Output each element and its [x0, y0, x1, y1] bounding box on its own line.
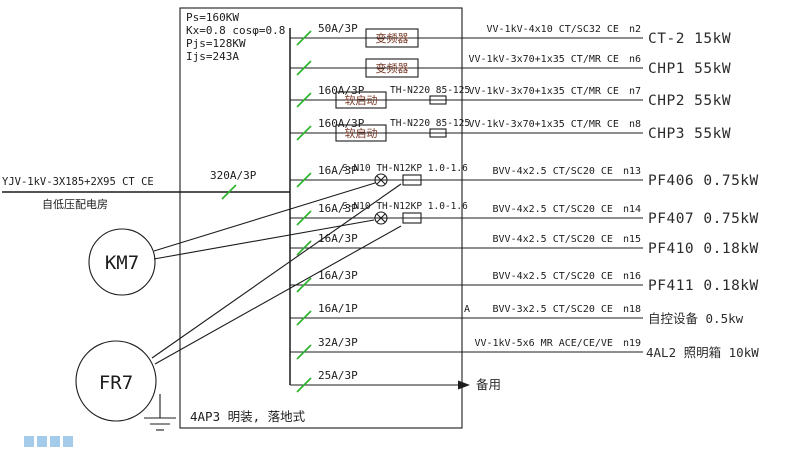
load-label: PF411 0.18kW [648, 278, 759, 294]
circuit-row-11: 25A/3P 备用 [290, 369, 501, 393]
load-label: PF410 0.18kW [648, 241, 759, 257]
thermal-relay-label: FR7 [99, 372, 133, 394]
thermal-relay-symbol-icon [402, 212, 422, 224]
breaker-rating: 50A/3P [318, 22, 358, 35]
fr7-leader-line-1 [151, 183, 402, 359]
thermal-relay-symbol-icon [402, 174, 422, 186]
panel-info-pjs: Pjs=128KW [186, 37, 246, 50]
incoming-source-label: 自低压配电房 [42, 198, 108, 211]
incoming-feeder: YJV-1kV-3X185+2X95 CT CE 自低压配电房 320A/3P [2, 169, 290, 211]
load-label: CT-2 15kW [648, 31, 731, 47]
breaker-rating: 160A/3P [318, 84, 365, 97]
thermal-relay-circle [75, 340, 157, 422]
load-label: CHP2 55kW [648, 93, 731, 109]
soft-starter-box [335, 124, 387, 142]
soft-starter-box [335, 91, 387, 109]
soft-starter-label: 软启动 [345, 126, 378, 140]
panel-info-kx: Kx=0.8 cosφ=0.8 [186, 24, 285, 37]
vfd-box [365, 28, 419, 48]
soft-starter-label: 软启动 [345, 93, 378, 107]
watermark [24, 436, 73, 447]
panel-info-ps: Ps=160KW [186, 11, 239, 24]
breaker-rating: 25A/3P [318, 369, 358, 382]
breaker-tick-icon [221, 184, 237, 200]
breaker-tick-icon [296, 60, 312, 76]
circuit-row-6: 16A/3P S-N10 TH-N12KP 1.0-1.6 BVV-4x2.5 … [290, 201, 759, 227]
contactor-symbol-icon [374, 211, 388, 225]
relay-spec: TH-N220 85-125 [390, 85, 470, 96]
starter-spec: S-N10 TH-N12KP 1.0-1.6 [342, 201, 468, 212]
km7-leader-line-1 [153, 182, 376, 252]
breaker-rating: 16A/1P [318, 302, 358, 315]
load-label: PF407 0.75kW [648, 211, 759, 227]
breaker-tick-icon [296, 30, 312, 46]
incoming-breaker-rating: 320A/3P [210, 169, 257, 182]
phase-label: A [464, 304, 470, 315]
circuit-row-5: 16A/3P S-N10 TH-N12KP 1.0-1.6 BVV-4x2.5 … [290, 163, 759, 189]
fr7-leader-line-2 [154, 225, 402, 365]
contactor-symbol-icon [374, 173, 388, 187]
breaker-rating: 32A/3P [318, 336, 358, 349]
breaker-rating: 160A/3P [318, 117, 365, 130]
breaker-tick-icon [296, 310, 312, 326]
vfd-box [365, 58, 419, 78]
breaker-tick-icon [296, 210, 312, 226]
load-label: 备用 [476, 377, 501, 392]
ground-icon [144, 394, 176, 431]
load-label: PF406 0.75kW [648, 173, 759, 189]
breaker-tick-icon [296, 125, 312, 141]
panel-name-label: 4AP3 明装, 落地式 [190, 409, 306, 424]
vfd-label: 变频器 [376, 61, 409, 75]
vfd-label: 变频器 [376, 31, 409, 45]
thermal-relay-symbol-icon [429, 95, 447, 105]
load-label: CHP3 55kW [648, 126, 731, 142]
contactor-circle [88, 228, 156, 296]
thermal-relay-symbol-icon [429, 128, 447, 138]
load-label: 4AL2 照明箱 10kW [646, 345, 759, 360]
circuit-row-3: 160A/3P 软启动 TH-N220 85-125 VV-1kV-3x70+1… [290, 84, 731, 109]
panel-info-ijs: Ijs=243A [186, 50, 239, 63]
arrow-icon [458, 380, 470, 390]
breaker-tick-icon [296, 277, 312, 293]
breaker-tick-icon [296, 92, 312, 108]
breaker-tick-icon [296, 377, 312, 393]
breaker-rating: 16A/3P [318, 269, 358, 282]
km7-leader-line-2 [153, 219, 375, 260]
load-label: 自控设备 0.5kw [648, 311, 744, 326]
load-label: CHP1 55kW [648, 61, 731, 77]
breaker-tick-icon [296, 172, 312, 188]
breaker-rating: 16A/3P [318, 164, 358, 177]
breaker-rating: 16A/3P [318, 202, 358, 215]
contactor-label: KM7 [105, 252, 139, 274]
circuit-row-4: 160A/3P 软启动 TH-N220 85-125 VV-1kV-3x70+1… [290, 117, 731, 142]
breaker-rating: 16A/3P [318, 232, 358, 245]
relay-spec: TH-N220 85-125 [390, 118, 470, 129]
breaker-tick-icon [296, 344, 312, 360]
incoming-cable-label: YJV-1kV-3X185+2X95 CT CE [2, 176, 154, 188]
breaker-tick-icon [296, 240, 312, 256]
starter-spec: S-N10 TH-N12KP 1.0-1.6 [342, 163, 468, 174]
